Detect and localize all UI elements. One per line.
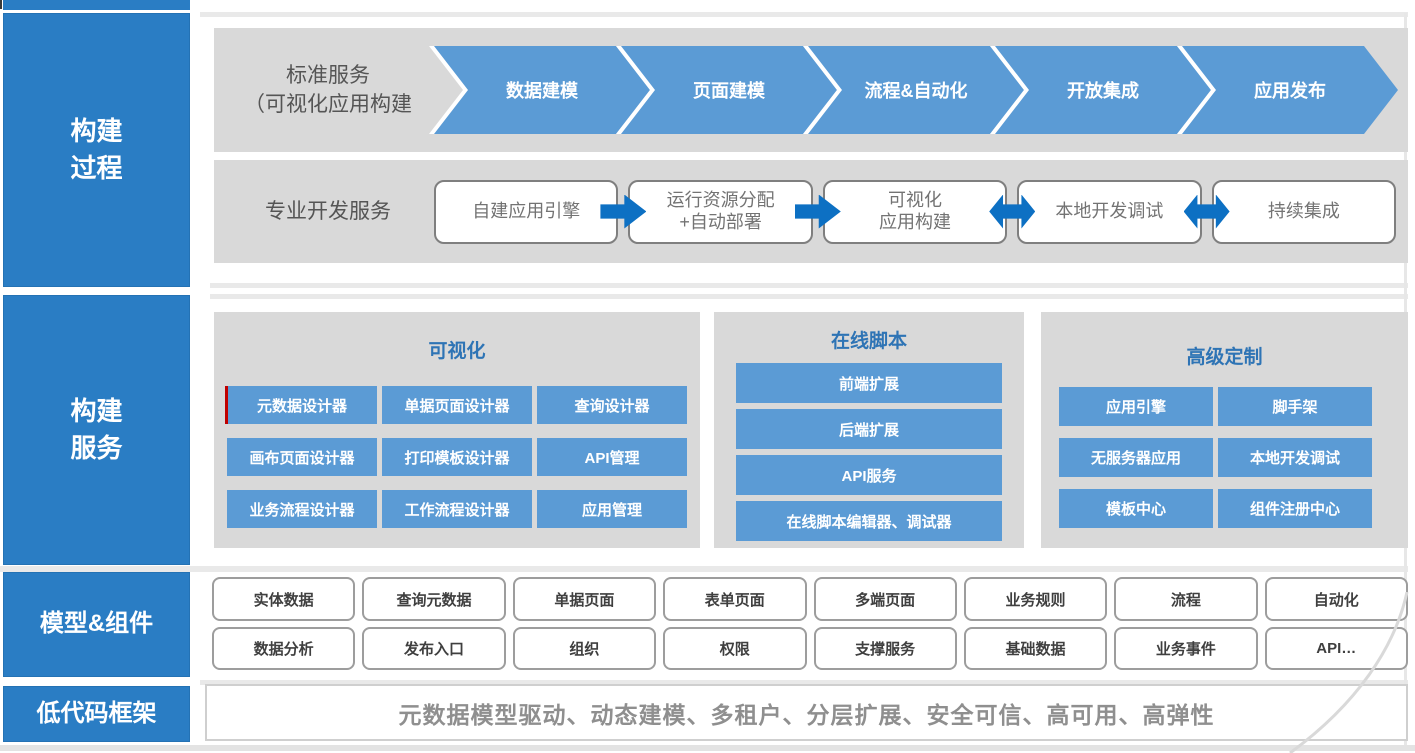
model-box: API… <box>1264 627 1408 670</box>
model-box: 单据页面 <box>512 577 657 621</box>
panel-title: 可视化 <box>428 341 486 362</box>
flow-box: 自建应用引擎 <box>434 179 619 244</box>
model-box: 实体数据 <box>212 577 356 621</box>
visual-grid: 元数据设计器 单据页面设计器 查询设计器 画布页面设计器 打印模板设计器 API… <box>214 386 700 528</box>
model-box: 表单页面 <box>663 577 807 621</box>
model-box: 自动化 <box>1264 577 1408 621</box>
model-box: 多端页面 <box>813 577 957 621</box>
sidebar-item-build-process: 构建 过程 <box>3 13 190 287</box>
model-box: 权限 <box>663 627 807 670</box>
chevron-step: 开放集成 <box>995 46 1211 134</box>
flow-box-line: 自建应用引擎 <box>472 200 581 221</box>
chevron-step: 页面建模 <box>621 46 837 134</box>
chevron-step: 应用发布 <box>1182 46 1398 134</box>
service-chip: 在线脚本编辑器、调试器 <box>736 501 1002 541</box>
sidebar-label-line: 低代码框架 <box>36 699 157 727</box>
service-chip: 单据页面设计器 <box>382 386 532 424</box>
professional-service-label: 专业开发服务 <box>265 199 391 223</box>
flow-box-line: 应用构建 <box>879 211 952 232</box>
professional-service-panel: 专业开发服务 自建应用引擎 运行资源分配 +自动部署 可视化 应用构建 本地开发… <box>214 160 1408 263</box>
flow-box: 运行资源分配 +自动部署 <box>628 179 813 244</box>
sidebar-item-lowcode-framework: 低代码框架 <box>3 686 190 742</box>
model-box: 发布入口 <box>362 627 506 670</box>
panel-title: 高级定制 <box>1186 347 1263 368</box>
model-box: 组织 <box>512 627 657 670</box>
advanced-custom-panel: 高级定制 应用引擎 脚手架 无服务器应用 本地开发调试 模板中心 组件注册中心 <box>1041 312 1408 548</box>
model-box: 数据分析 <box>212 627 356 670</box>
panel-title: 在线脚本 <box>830 331 907 352</box>
models-components-grid: 实体数据 查询元数据 单据页面 表单页面 多端页面 业务规则 流程 自动化 数据… <box>212 577 1408 670</box>
service-chip: 脚手架 <box>1218 387 1372 426</box>
chevron-step-wrap: 应用发布 <box>1182 46 1398 134</box>
chevron-step-wrap: 流程&自动化 <box>808 46 1024 134</box>
standard-service-label: 标准服务 （可视化应用构建 <box>214 61 434 120</box>
sidebar-label-line: 构建 <box>70 396 123 427</box>
service-chip: API管理 <box>537 438 687 476</box>
chevron-step-wrap: 开放集成 <box>995 46 1211 134</box>
chevron-step: 流程&自动化 <box>808 46 1024 134</box>
chevron-step: 数据建模 <box>434 46 650 134</box>
model-box: 支撑服务 <box>813 627 957 670</box>
sidebar-label-line: 构建 <box>70 116 123 147</box>
sidebar-top-strip <box>3 0 190 10</box>
model-box: 查询元数据 <box>362 577 506 621</box>
corner-tick <box>0 0 2 9</box>
flow-box-line: 运行资源分配 <box>666 189 775 210</box>
service-chip: 查询设计器 <box>537 386 687 424</box>
label-line: 标准服务 <box>286 63 370 87</box>
service-chip: 业务流程设计器 <box>227 490 377 528</box>
red-accent-bar <box>225 386 228 424</box>
flow-box-line: 可视化 <box>888 189 943 210</box>
sidebar-label-line: 服务 <box>70 433 123 463</box>
model-box: 业务规则 <box>963 577 1108 621</box>
model-box: 业务事件 <box>1114 627 1258 670</box>
service-chip: 无服务器应用 <box>1059 438 1213 477</box>
flow-box-line: 本地开发调试 <box>1055 200 1164 221</box>
divider-after-services <box>0 566 1408 572</box>
service-chip: 后端扩展 <box>736 409 1002 449</box>
service-chip: API服务 <box>736 455 1002 495</box>
service-chip: 打印模板设计器 <box>382 438 532 476</box>
divider-top <box>200 12 1408 17</box>
professional-flow: 自建应用引擎 运行资源分配 +自动部署 可视化 应用构建 本地开发调试 持续集成 <box>434 179 1408 244</box>
visual-panel: 可视化 元数据设计器 单据页面设计器 查询设计器 画布页面设计器 打印模板设计器… <box>214 312 700 548</box>
divider-before-services <box>210 294 1408 299</box>
label-line: （可视化应用构建 <box>244 93 412 116</box>
sidebar-label-line: 过程 <box>70 153 123 183</box>
chevron-step-wrap: 数据建模 <box>434 46 650 134</box>
flow-box-line: 持续集成 <box>1267 200 1340 221</box>
service-chip: 元数据设计器 <box>225 386 377 424</box>
flow-box-line: +自动部署 <box>679 211 762 232</box>
sidebar-item-models-components: 模型&组件 <box>3 572 190 677</box>
sidebar-item-build-services: 构建 服务 <box>3 295 190 565</box>
service-chip: 画布页面设计器 <box>227 438 377 476</box>
service-chip: 应用引擎 <box>1059 387 1213 426</box>
service-chip: 工作流程设计器 <box>382 490 532 528</box>
divider-before-framework <box>200 680 1408 685</box>
service-chip: 本地开发调试 <box>1218 438 1372 477</box>
divider-after-process <box>210 283 1408 288</box>
service-chip: 前端扩展 <box>736 363 1002 403</box>
model-box: 基础数据 <box>963 627 1108 670</box>
service-chip: 模板中心 <box>1059 489 1213 528</box>
flow-box: 可视化 应用构建 <box>822 179 1008 244</box>
online-script-panel: 在线脚本 前端扩展 后端扩展 API服务 在线脚本编辑器、调试器 <box>714 312 1024 548</box>
sidebar-label-line: 模型&组件 <box>39 610 154 638</box>
framework-description: 元数据模型驱动、动态建模、多租户、分层扩展、安全可信、高可用、高弹性 <box>398 701 1215 728</box>
framework-description-bar: 元数据模型驱动、动态建模、多租户、分层扩展、安全可信、高可用、高弹性 <box>205 684 1408 741</box>
model-box: 流程 <box>1114 577 1258 621</box>
service-chip: 应用管理 <box>537 490 687 528</box>
custom-grid: 应用引擎 脚手架 无服务器应用 本地开发调试 模板中心 组件注册中心 <box>1041 387 1408 528</box>
standard-service-panel: 标准服务 （可视化应用构建 数据建模 页面建模 流程&自动化 开放集成 应用发布 <box>214 28 1408 152</box>
flow-box: 持续集成 <box>1211 179 1397 244</box>
service-chip: 组件注册中心 <box>1218 489 1372 528</box>
flow-box: 本地开发调试 <box>1017 179 1202 244</box>
script-grid: 前端扩展 后端扩展 API服务 在线脚本编辑器、调试器 <box>714 363 1024 541</box>
chevron-flow: 数据建模 页面建模 流程&自动化 开放集成 应用发布 <box>434 46 1408 134</box>
chevron-step-wrap: 页面建模 <box>621 46 837 134</box>
divider-bottom <box>0 745 1415 751</box>
